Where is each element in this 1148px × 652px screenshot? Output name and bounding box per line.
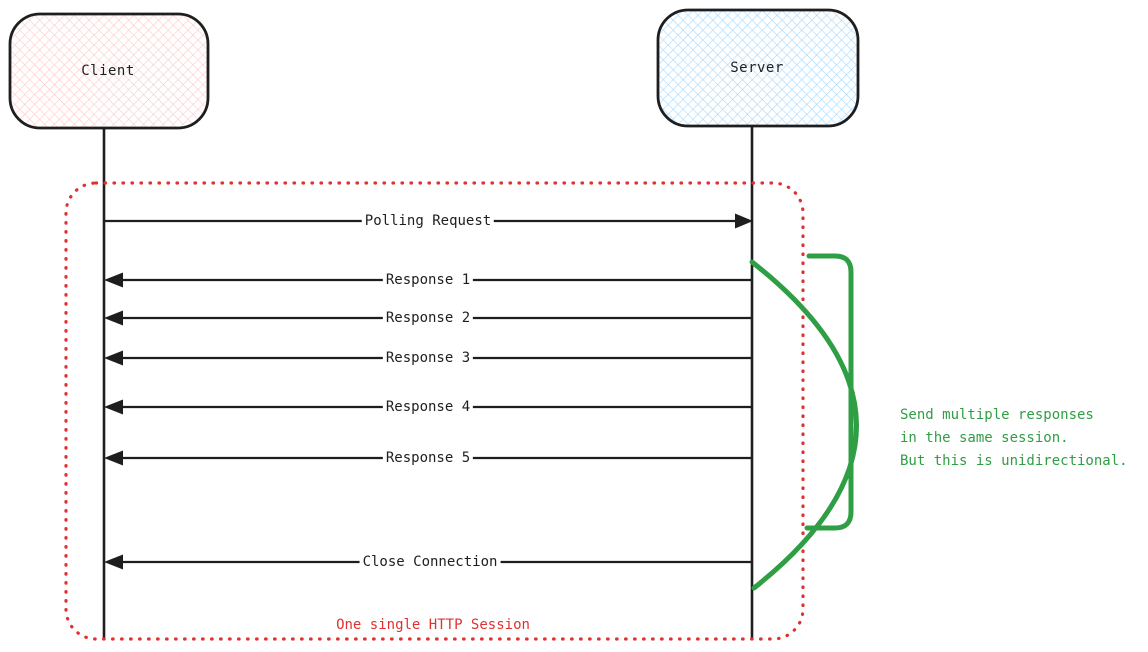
annotation-arc bbox=[749, 259, 859, 591]
annotation-bracket bbox=[804, 253, 854, 531]
annotation-line-3: But this is unidirectional. bbox=[900, 453, 1128, 469]
server-actor-label: Server bbox=[730, 60, 784, 76]
message-label-close-connection: Close Connection bbox=[359, 554, 501, 570]
message-label-response-1: Response 1 bbox=[382, 272, 474, 288]
annotation-line-1: Send multiple responses bbox=[900, 407, 1094, 423]
session-caption: One single HTTP Session bbox=[336, 617, 530, 633]
session-boundary-box bbox=[64, 181, 805, 641]
client-box bbox=[8, 12, 210, 130]
message-label-response-3: Response 3 bbox=[382, 350, 474, 366]
message-label-polling-request: Polling Request bbox=[361, 213, 495, 229]
message-label-response-5: Response 5 bbox=[382, 450, 474, 466]
message-label-response-4: Response 4 bbox=[382, 399, 474, 415]
client-actor-label: Client bbox=[81, 63, 135, 79]
annotation-line-2: in the same session. bbox=[900, 430, 1069, 446]
annotation-note: Send multiple responses in the same sess… bbox=[900, 404, 1128, 473]
message-label-response-2: Response 2 bbox=[382, 310, 474, 326]
server-box bbox=[656, 8, 860, 128]
